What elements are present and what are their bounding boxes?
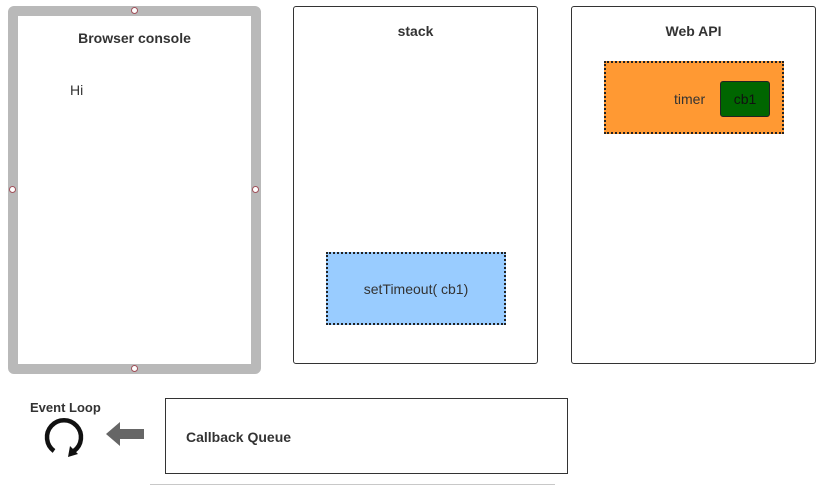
- divider-line: [150, 484, 555, 485]
- timer-label: timer: [674, 91, 706, 107]
- resize-handle-bottom[interactable]: [131, 365, 138, 372]
- stack-frame-label: setTimeout( cb1): [363, 280, 469, 297]
- web-api-panel[interactable]: Web API timer cb1: [571, 6, 816, 364]
- callback-box[interactable]: cb1: [720, 81, 770, 117]
- arrow-left-icon: [106, 422, 144, 446]
- event-loop-label: Event Loop: [30, 400, 101, 415]
- timer-box[interactable]: timer cb1: [604, 61, 784, 134]
- refresh-icon: [44, 418, 84, 457]
- stack-title: stack: [397, 23, 434, 39]
- stack-frame[interactable]: setTimeout( cb1): [326, 252, 506, 325]
- web-api-title: Web API: [665, 23, 722, 39]
- browser-console-title: Browser console: [78, 30, 191, 46]
- callback-label: cb1: [733, 91, 757, 107]
- browser-console-panel[interactable]: Browser console Hi: [8, 6, 261, 374]
- callback-queue-panel[interactable]: Callback Queue: [165, 398, 568, 474]
- console-output-line: Hi: [70, 82, 84, 98]
- resize-handle-top[interactable]: [131, 7, 138, 14]
- call-stack-panel[interactable]: stack setTimeout( cb1): [293, 6, 538, 364]
- resize-handle-left[interactable]: [9, 186, 16, 193]
- callback-queue-label: Callback Queue: [186, 429, 292, 445]
- resize-handle-right[interactable]: [252, 186, 259, 193]
